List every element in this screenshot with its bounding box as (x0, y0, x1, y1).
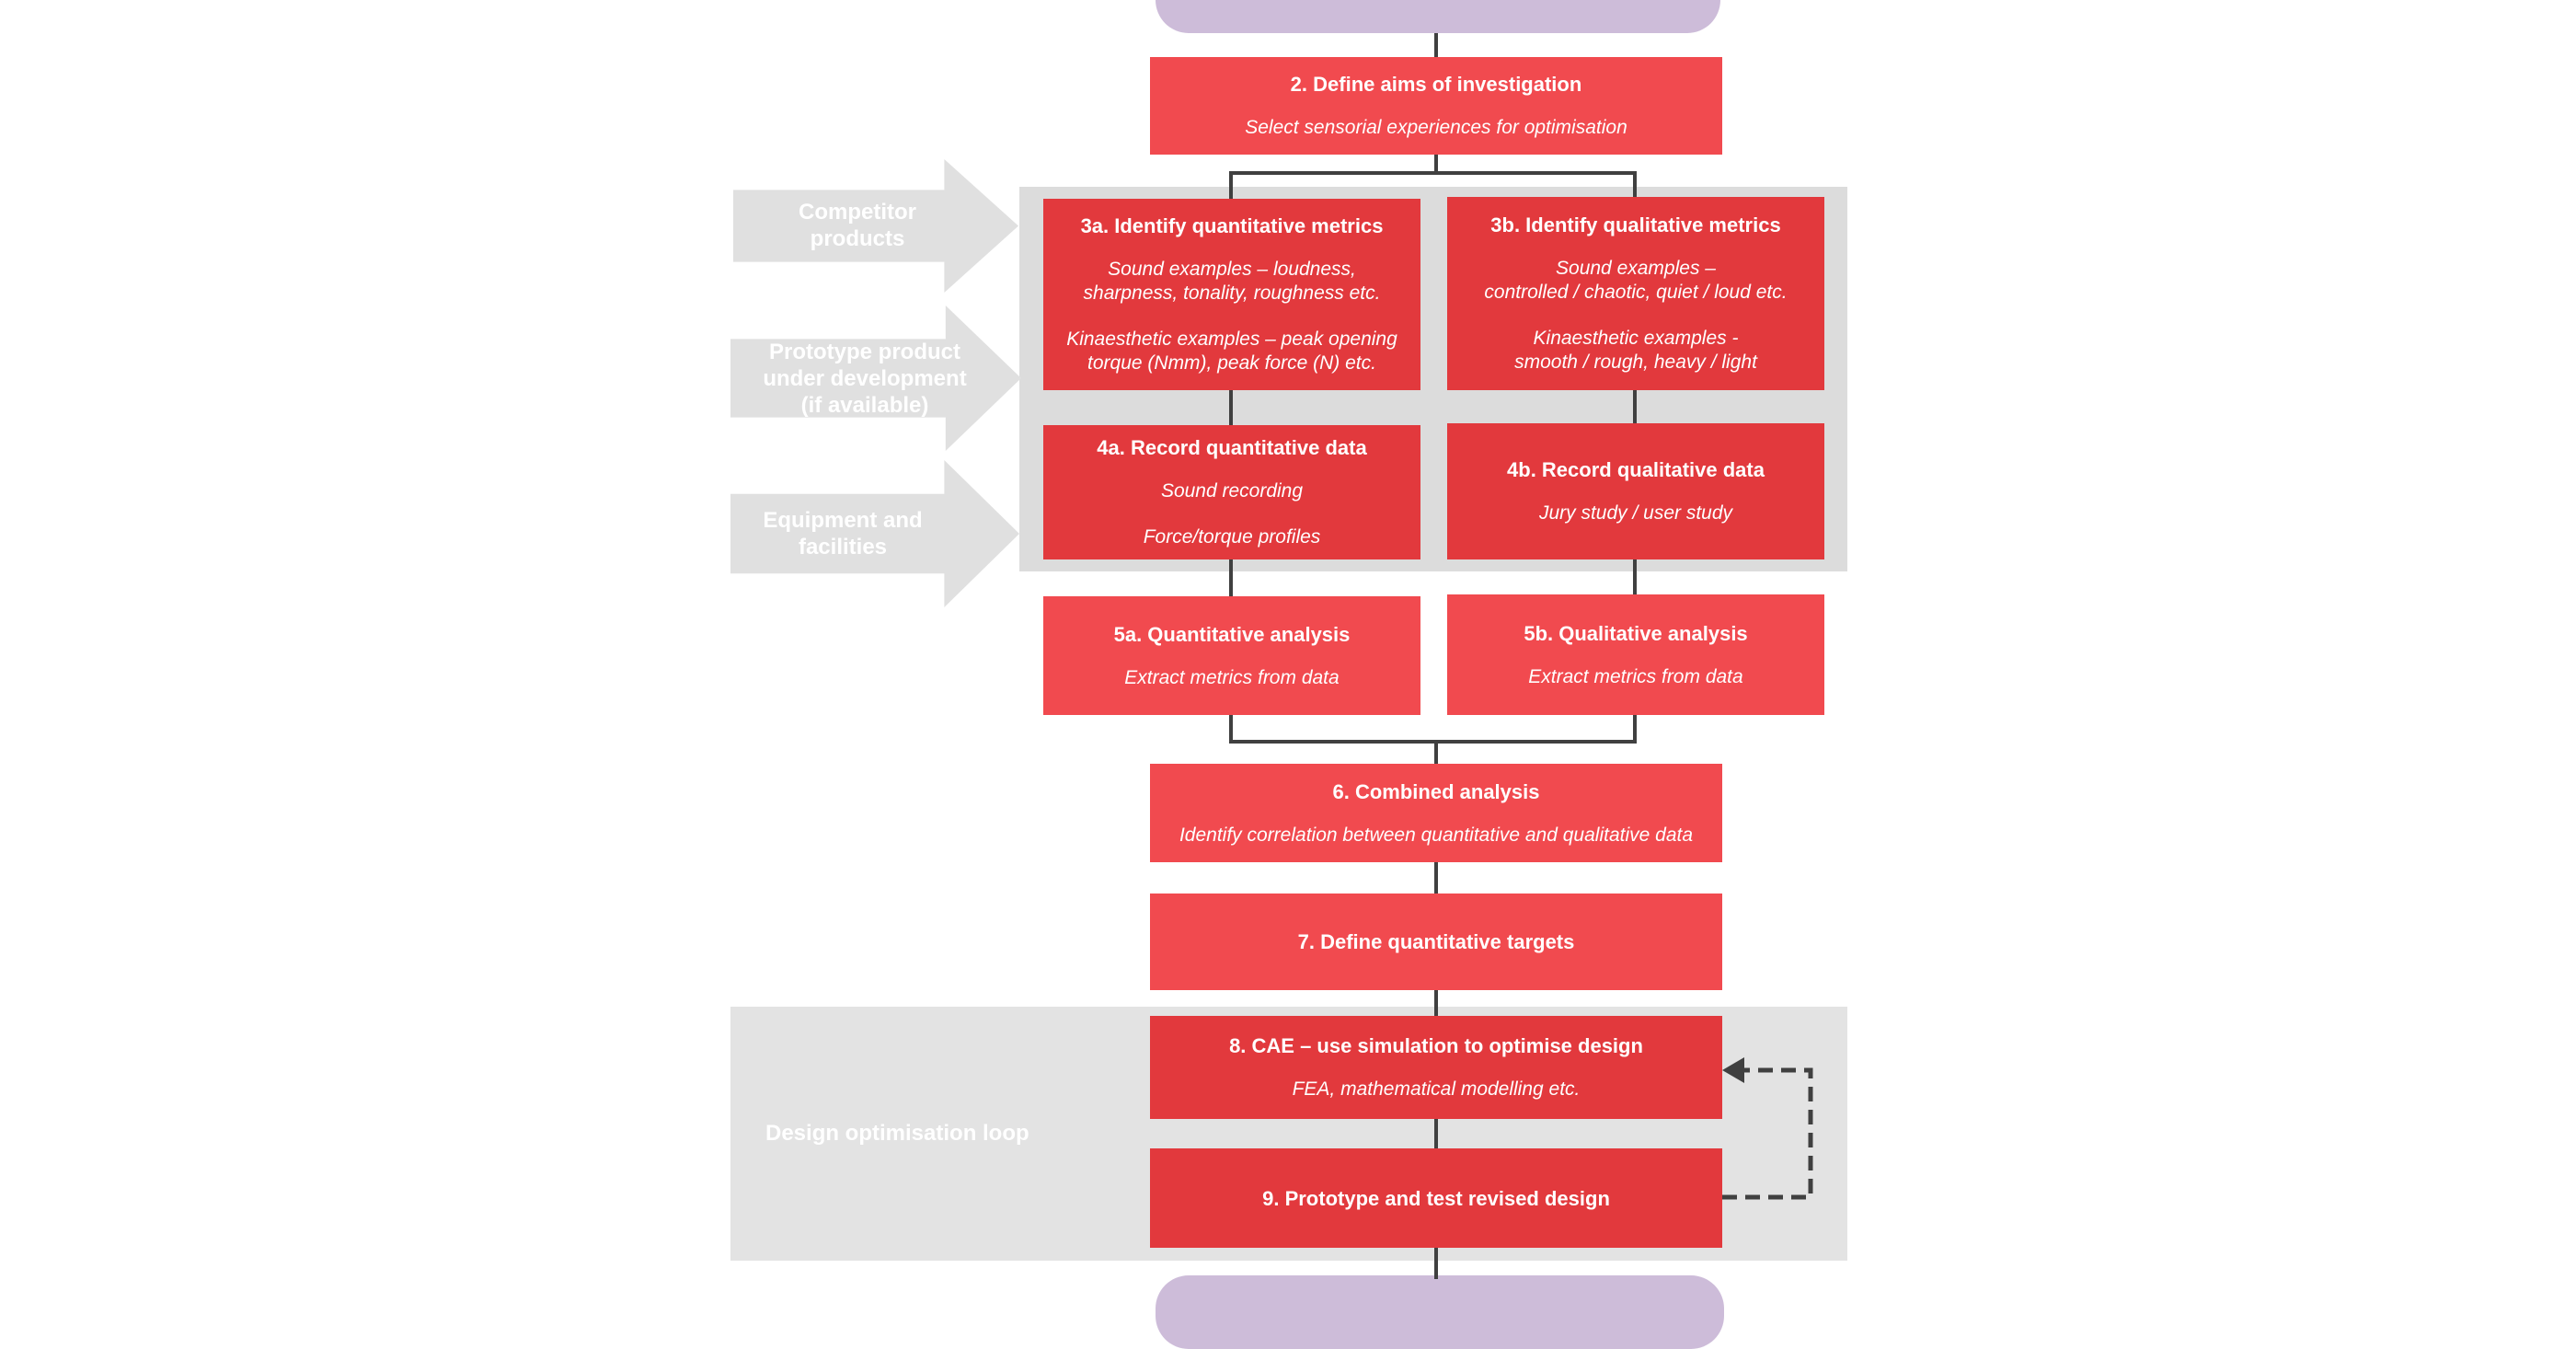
step-2-subtitle: Select sensorial experiences for optimis… (1245, 117, 1627, 138)
step-4b-subtitle: Jury study / user study (1538, 502, 1733, 524)
start-terminal (1156, 0, 1720, 33)
step-9-title: 9. Prototype and test revised design (1262, 1186, 1610, 1210)
step-4a-record-quantitative: 4a. Record quantitative data Sound recor… (1043, 425, 1420, 559)
step-6-combined-analysis: 6. Combined analysis Identify correlatio… (1150, 764, 1722, 862)
step-4b-title: 4b. Record qualitative data (1507, 458, 1765, 481)
step-8-title: 8. CAE – use simulation to optimise desi… (1229, 1034, 1643, 1057)
step-5b-subtitle: Extract metrics from data (1528, 665, 1743, 687)
step-2-title: 2. Define aims of investigation (1290, 73, 1582, 96)
step-5a-title: 5a. Quantitative analysis (1113, 622, 1351, 646)
loop-arrowhead (1722, 1057, 1744, 1083)
step-3a-sound-examples: Sound examples – loudness, sharpness, to… (1083, 259, 1381, 304)
step-3a-kinaesthetic-examples: Kinaesthetic examples – peak opening tor… (1066, 329, 1397, 374)
step-8-cae-simulation: 8. CAE – use simulation to optimise desi… (1150, 1016, 1722, 1119)
step-3a-title: 3a. Identify quantitative metrics (1080, 214, 1384, 237)
connector-lines (1229, 33, 1813, 1279)
step-7-define-targets: 7. Define quantitative targets (1150, 894, 1722, 990)
step-3b-title: 3b. Identify qualitative metrics (1490, 213, 1781, 236)
step-4b-record-qualitative: 4b. Record qualitative data Jury study /… (1447, 423, 1824, 559)
step-5a-quantitative-analysis: 5a. Quantitative analysis Extract metric… (1043, 596, 1420, 715)
step-9-prototype-test: 9. Prototype and test revised design (1150, 1148, 1722, 1248)
step-3b-kinaesthetic-examples: Kinaesthetic examples - smooth / rough, … (1514, 328, 1757, 373)
input-label-prototype-product: Prototype product under development (if … (763, 339, 967, 418)
step-6-subtitle: Identify correlation between quantitativ… (1179, 824, 1694, 846)
step-3a-quantitative-metrics: 3a. Identify quantitative metrics Sound … (1043, 199, 1420, 390)
step-7-title: 7. Define quantitative targets (1297, 930, 1575, 953)
loop-feedback-arrow (1722, 1067, 1813, 1200)
step-3b-qualitative-metrics: 3b. Identify qualitative metrics Sound e… (1447, 197, 1824, 390)
step-5b-qualitative-analysis: 5b. Qualitative analysis Extract metrics… (1447, 594, 1824, 715)
design-optimisation-loop-label: Design optimisation loop (765, 1121, 1029, 1146)
step-5a-subtitle: Extract metrics from data (1124, 666, 1340, 688)
step-4a-force-torque-profiles: Force/torque profiles (1143, 526, 1321, 548)
step-6-title: 6. Combined analysis (1332, 779, 1540, 803)
input-label-equipment-facilities: Equipment and facilities (763, 508, 923, 559)
input-label-competitor-products: Competitor products (799, 200, 916, 251)
step-8-subtitle: FEA, mathematical modelling etc. (1292, 1078, 1581, 1100)
step-4a-sound-recording: Sound recording (1160, 480, 1304, 502)
step-2-define-aims: 2. Define aims of investigation Select s… (1150, 57, 1722, 155)
step-5b-title: 5b. Qualitative analysis (1524, 621, 1748, 645)
step-4a-title: 4a. Record quantitative data (1097, 436, 1367, 459)
step-3b-sound-examples: Sound examples – controlled / chaotic, q… (1484, 258, 1788, 303)
